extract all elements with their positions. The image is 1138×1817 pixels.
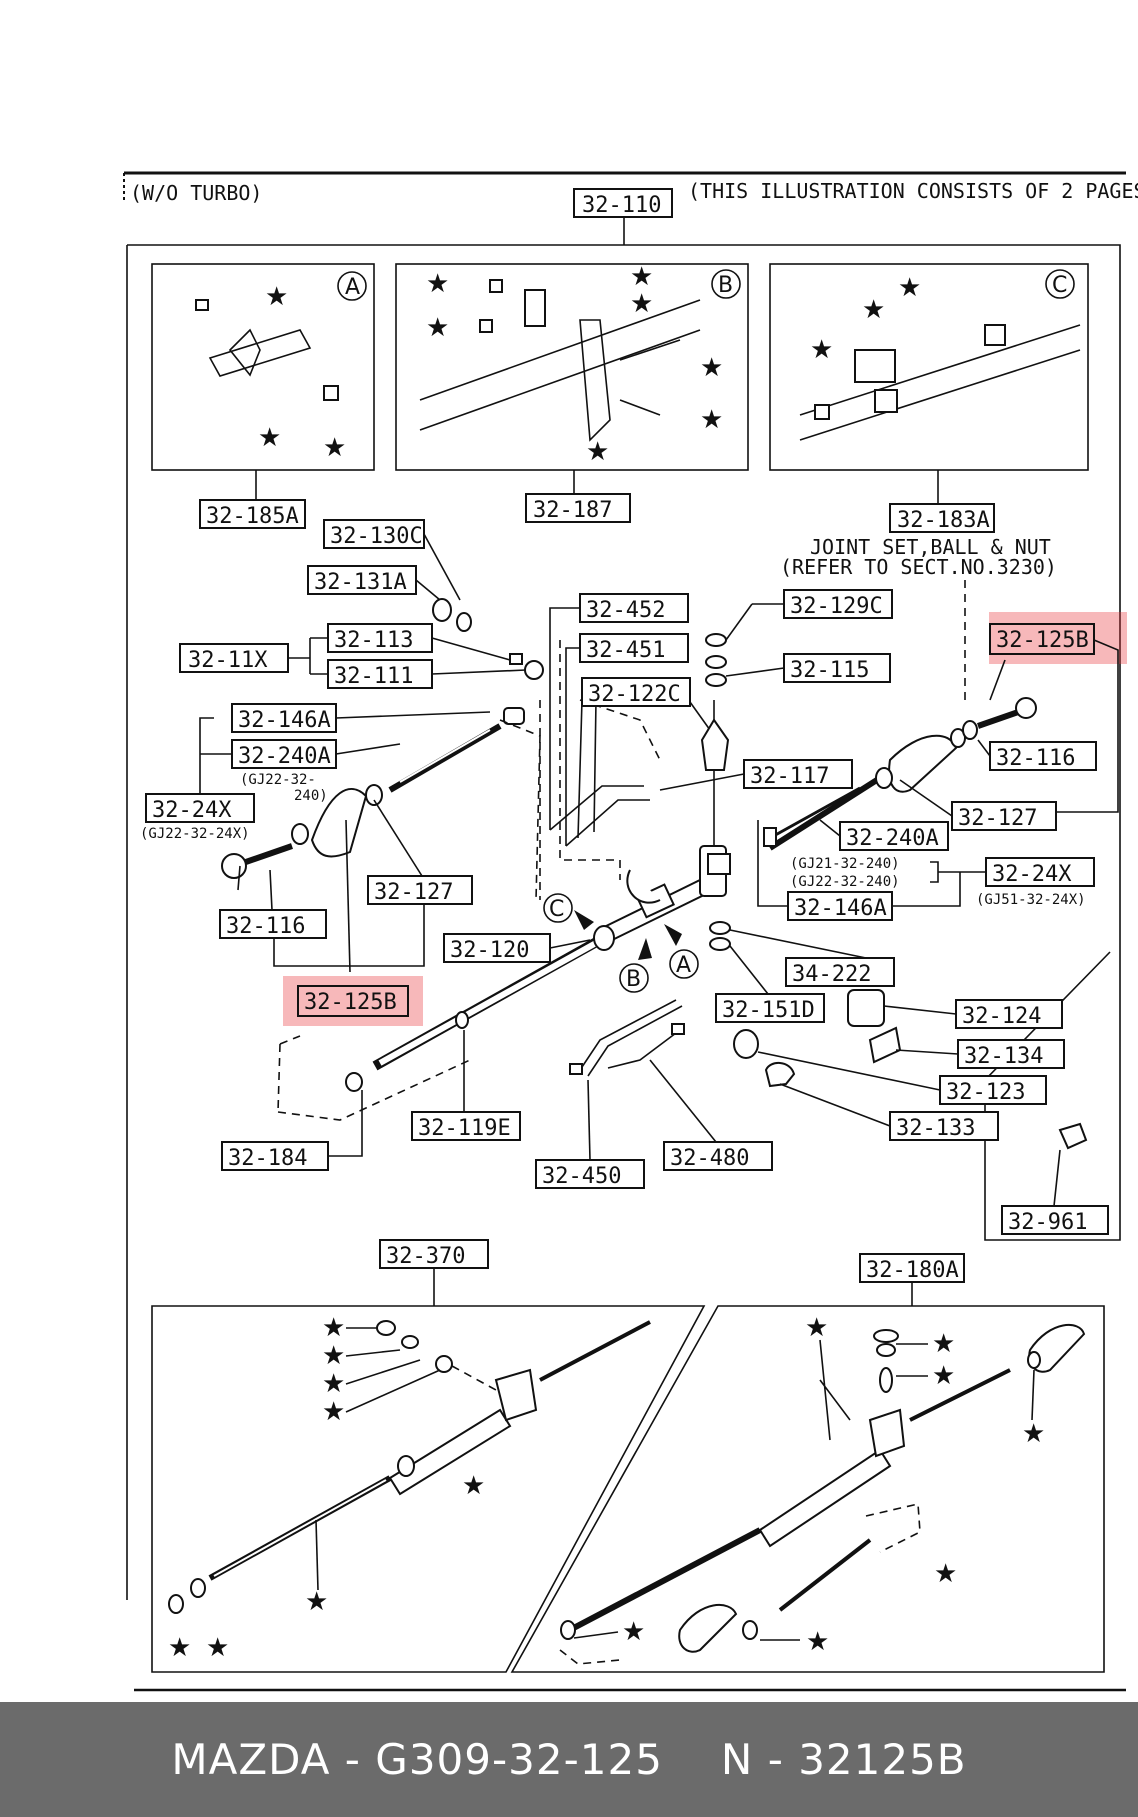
svg-text:★: ★	[806, 1627, 829, 1657]
svg-text:★: ★	[426, 313, 449, 343]
gj-left-24x: (GJ22-32-24X)	[140, 826, 250, 842]
label-32-127-left: 32-127	[374, 880, 453, 905]
label-32-123: 32-123	[946, 1080, 1025, 1105]
label-32-131a: 32-131A	[314, 570, 407, 595]
svg-text:★: ★	[898, 273, 921, 303]
label-32-451: 32-451	[586, 638, 665, 663]
label-32-117: 32-117	[750, 764, 829, 789]
svg-text:★: ★	[265, 282, 288, 312]
label-32-116-right: 32-116	[996, 746, 1075, 771]
label-32-120: 32-120	[450, 938, 529, 963]
svg-text:★: ★	[932, 1329, 955, 1359]
label-32-119e: 32-119E	[418, 1116, 511, 1141]
label-32-122c: 32-122C	[588, 682, 681, 707]
label-32-111: 32-111	[334, 664, 413, 689]
highlight-32-125b-left	[283, 976, 423, 1026]
page-note: (THIS ILLUSTRATION CONSISTS OF 2 PAGES)	[688, 179, 1138, 203]
svg-text:★: ★	[206, 1633, 229, 1663]
label-32-129c: 32-129C	[790, 594, 883, 619]
svg-text:★: ★	[323, 433, 346, 463]
label-32-125b-right: 32-125B	[996, 628, 1089, 653]
callout-b: B	[626, 967, 641, 992]
label-32-146a-right: 32-146A	[794, 896, 887, 921]
label-32-151d: 32-151D	[722, 998, 815, 1023]
inset-a: A ★ ★ ★ 32-185A	[151, 263, 375, 529]
svg-text:★: ★	[586, 437, 609, 467]
svg-text:★: ★	[932, 1361, 955, 1391]
label-32-180a: 32-180A	[866, 1258, 959, 1283]
oem-part-number: N - 32125B	[720, 1735, 967, 1784]
inset-a-letter: A	[345, 275, 360, 300]
label-32-130c: 32-130C	[330, 524, 423, 549]
label-32-183a: 32-183A	[897, 508, 990, 533]
label-32-146a-left: 32-146A	[238, 708, 331, 733]
svg-text:★: ★	[810, 335, 833, 365]
label-32-187: 32-187	[533, 498, 612, 523]
label-32-480: 32-480	[670, 1146, 749, 1171]
svg-text:★: ★	[934, 1559, 957, 1589]
svg-text:★: ★	[805, 1313, 828, 1343]
joint-note-line2: (REFER TO SECT.NO.3230)	[780, 555, 1057, 579]
gj-left-240: (GJ22-32-	[240, 772, 316, 788]
label-32-370: 32-370	[386, 1244, 465, 1269]
inset-c: C ★ ★ ★ 32-183A	[769, 263, 1089, 533]
callout-c: C	[549, 897, 564, 922]
svg-text:★: ★	[630, 262, 653, 292]
label-32-184: 32-184	[228, 1146, 307, 1171]
label-32-110: 32-110	[582, 193, 661, 218]
inset-b-letter: B	[718, 273, 733, 298]
svg-text:★: ★	[305, 1587, 328, 1617]
svg-text:★: ★	[258, 423, 281, 453]
highlight-32-125b-right	[989, 612, 1127, 664]
variant-label: (W/O TURBO)	[130, 181, 262, 205]
label-32-125b-left: 32-125B	[304, 990, 397, 1015]
label-32-133: 32-133	[896, 1116, 975, 1141]
kit-panel-right: ★ ★ ★ ★ ★ ★ ★	[510, 1305, 1105, 1673]
label-32-24x-left: 32-24X	[152, 798, 232, 823]
joint-note-line1: JOINT SET,BALL & NUT	[810, 535, 1051, 559]
brand-part-number: MAZDA - G309-32-125	[171, 1735, 663, 1784]
gj-left-240b: 240)	[294, 788, 328, 804]
gj21-note: (GJ21-32-240)	[790, 856, 900, 872]
label-32-124: 32-124	[962, 1004, 1041, 1029]
label-32-452: 32-452	[586, 598, 665, 623]
label-32-134: 32-134	[964, 1044, 1043, 1069]
callout-a: A	[676, 953, 691, 978]
svg-text:★: ★	[168, 1633, 191, 1663]
gj51-note: (GJ51-32-24X)	[976, 892, 1086, 908]
label-32-115: 32-115	[790, 658, 869, 683]
label-32-113: 32-113	[334, 628, 413, 653]
label-32-24x-right: 32-24X	[992, 862, 1072, 887]
label-32-127-right: 32-127	[958, 806, 1037, 831]
inset-c-letter: C	[1052, 273, 1067, 298]
svg-text:★: ★	[322, 1397, 345, 1427]
svg-text:★: ★	[700, 405, 723, 435]
part-number-footer: MAZDA - G309-32-125 N - 32125B	[0, 1702, 1138, 1817]
svg-text:★: ★	[322, 1341, 345, 1371]
label-32-185a: 32-185A	[206, 504, 299, 529]
label-32-116-left: 32-116	[226, 914, 305, 939]
svg-text:★: ★	[630, 289, 653, 319]
gj22-note: (GJ22-32-240)	[790, 874, 900, 890]
svg-text:★: ★	[862, 295, 885, 325]
inset-b: B ★ ★ ★ ★ ★ ★ ★ 32-187	[395, 262, 749, 523]
label-32-11x: 32-11X	[188, 648, 268, 673]
kit-panel-left: ★ ★ ★ ★ ★ ★ ★ ★	[151, 1305, 706, 1673]
parts-diagram: (W/O TURBO) (THIS ILLUSTRATION CONSISTS …	[123, 171, 1138, 1692]
label-32-240a-left: 32-240A	[238, 744, 331, 769]
svg-text:★: ★	[622, 1617, 645, 1647]
svg-text:★: ★	[700, 353, 723, 383]
svg-text:★: ★	[322, 1313, 345, 1343]
svg-text:★: ★	[426, 269, 449, 299]
svg-text:★: ★	[462, 1471, 485, 1501]
label-32-240a-right: 32-240A	[846, 826, 939, 851]
svg-text:★: ★	[322, 1369, 345, 1399]
label-34-222: 34-222	[792, 962, 871, 987]
label-32-450: 32-450	[542, 1164, 621, 1189]
label-32-961: 32-961	[1008, 1210, 1087, 1235]
svg-text:★: ★	[1022, 1419, 1045, 1449]
